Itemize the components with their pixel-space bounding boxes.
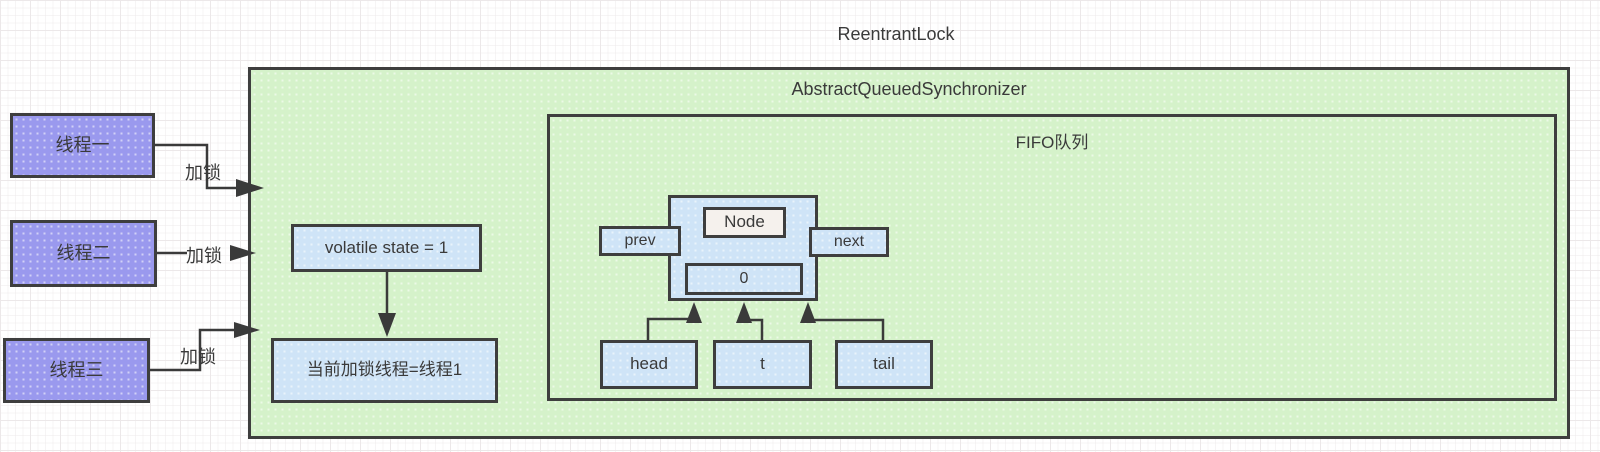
pointer-t-box: t bbox=[713, 340, 812, 389]
pointer-t-label: t bbox=[760, 354, 765, 374]
thread-3-box: 线程三 bbox=[3, 338, 150, 403]
node-prev-label: prev bbox=[624, 232, 656, 250]
node-next-label: next bbox=[833, 233, 865, 251]
node-title-label: Node bbox=[724, 212, 765, 232]
pointer-head-label: head bbox=[630, 354, 668, 374]
volatile-state-label: volatile state = 1 bbox=[324, 237, 449, 257]
pointer-head-box: head bbox=[600, 340, 698, 389]
thread-1-lock-label: 加锁 bbox=[185, 163, 221, 183]
fifo-label: FIFO队列 bbox=[1015, 133, 1089, 152]
thread-2-box: 线程二 bbox=[10, 220, 157, 287]
lock-owner-label: 当前加锁线程=线程1 bbox=[306, 360, 463, 380]
aqs-label: AbstractQueuedSynchronizer bbox=[791, 79, 1027, 99]
node-value-box: 0 bbox=[685, 263, 803, 295]
thread-1-label: 线程一 bbox=[55, 134, 110, 155]
lock-owner-box: 当前加锁线程=线程1 bbox=[271, 338, 498, 403]
thread-3-lock-label: 加锁 bbox=[180, 347, 216, 367]
diagram-title: ReentrantLock bbox=[837, 24, 955, 44]
volatile-state-box: volatile state = 1 bbox=[291, 224, 482, 272]
thread-2-lock-label: 加锁 bbox=[186, 246, 222, 266]
node-prev-box: prev bbox=[599, 226, 681, 256]
thread-1-box: 线程一 bbox=[10, 113, 155, 178]
node-title-box: Node bbox=[703, 207, 786, 238]
node-value-label: 0 bbox=[739, 270, 749, 288]
thread-3-label: 线程三 bbox=[49, 359, 104, 380]
pointer-tail-box: tail bbox=[835, 340, 933, 389]
pointer-tail-label: tail bbox=[873, 354, 895, 374]
thread-2-label: 线程二 bbox=[56, 242, 111, 263]
node-next-box: next bbox=[809, 227, 889, 257]
